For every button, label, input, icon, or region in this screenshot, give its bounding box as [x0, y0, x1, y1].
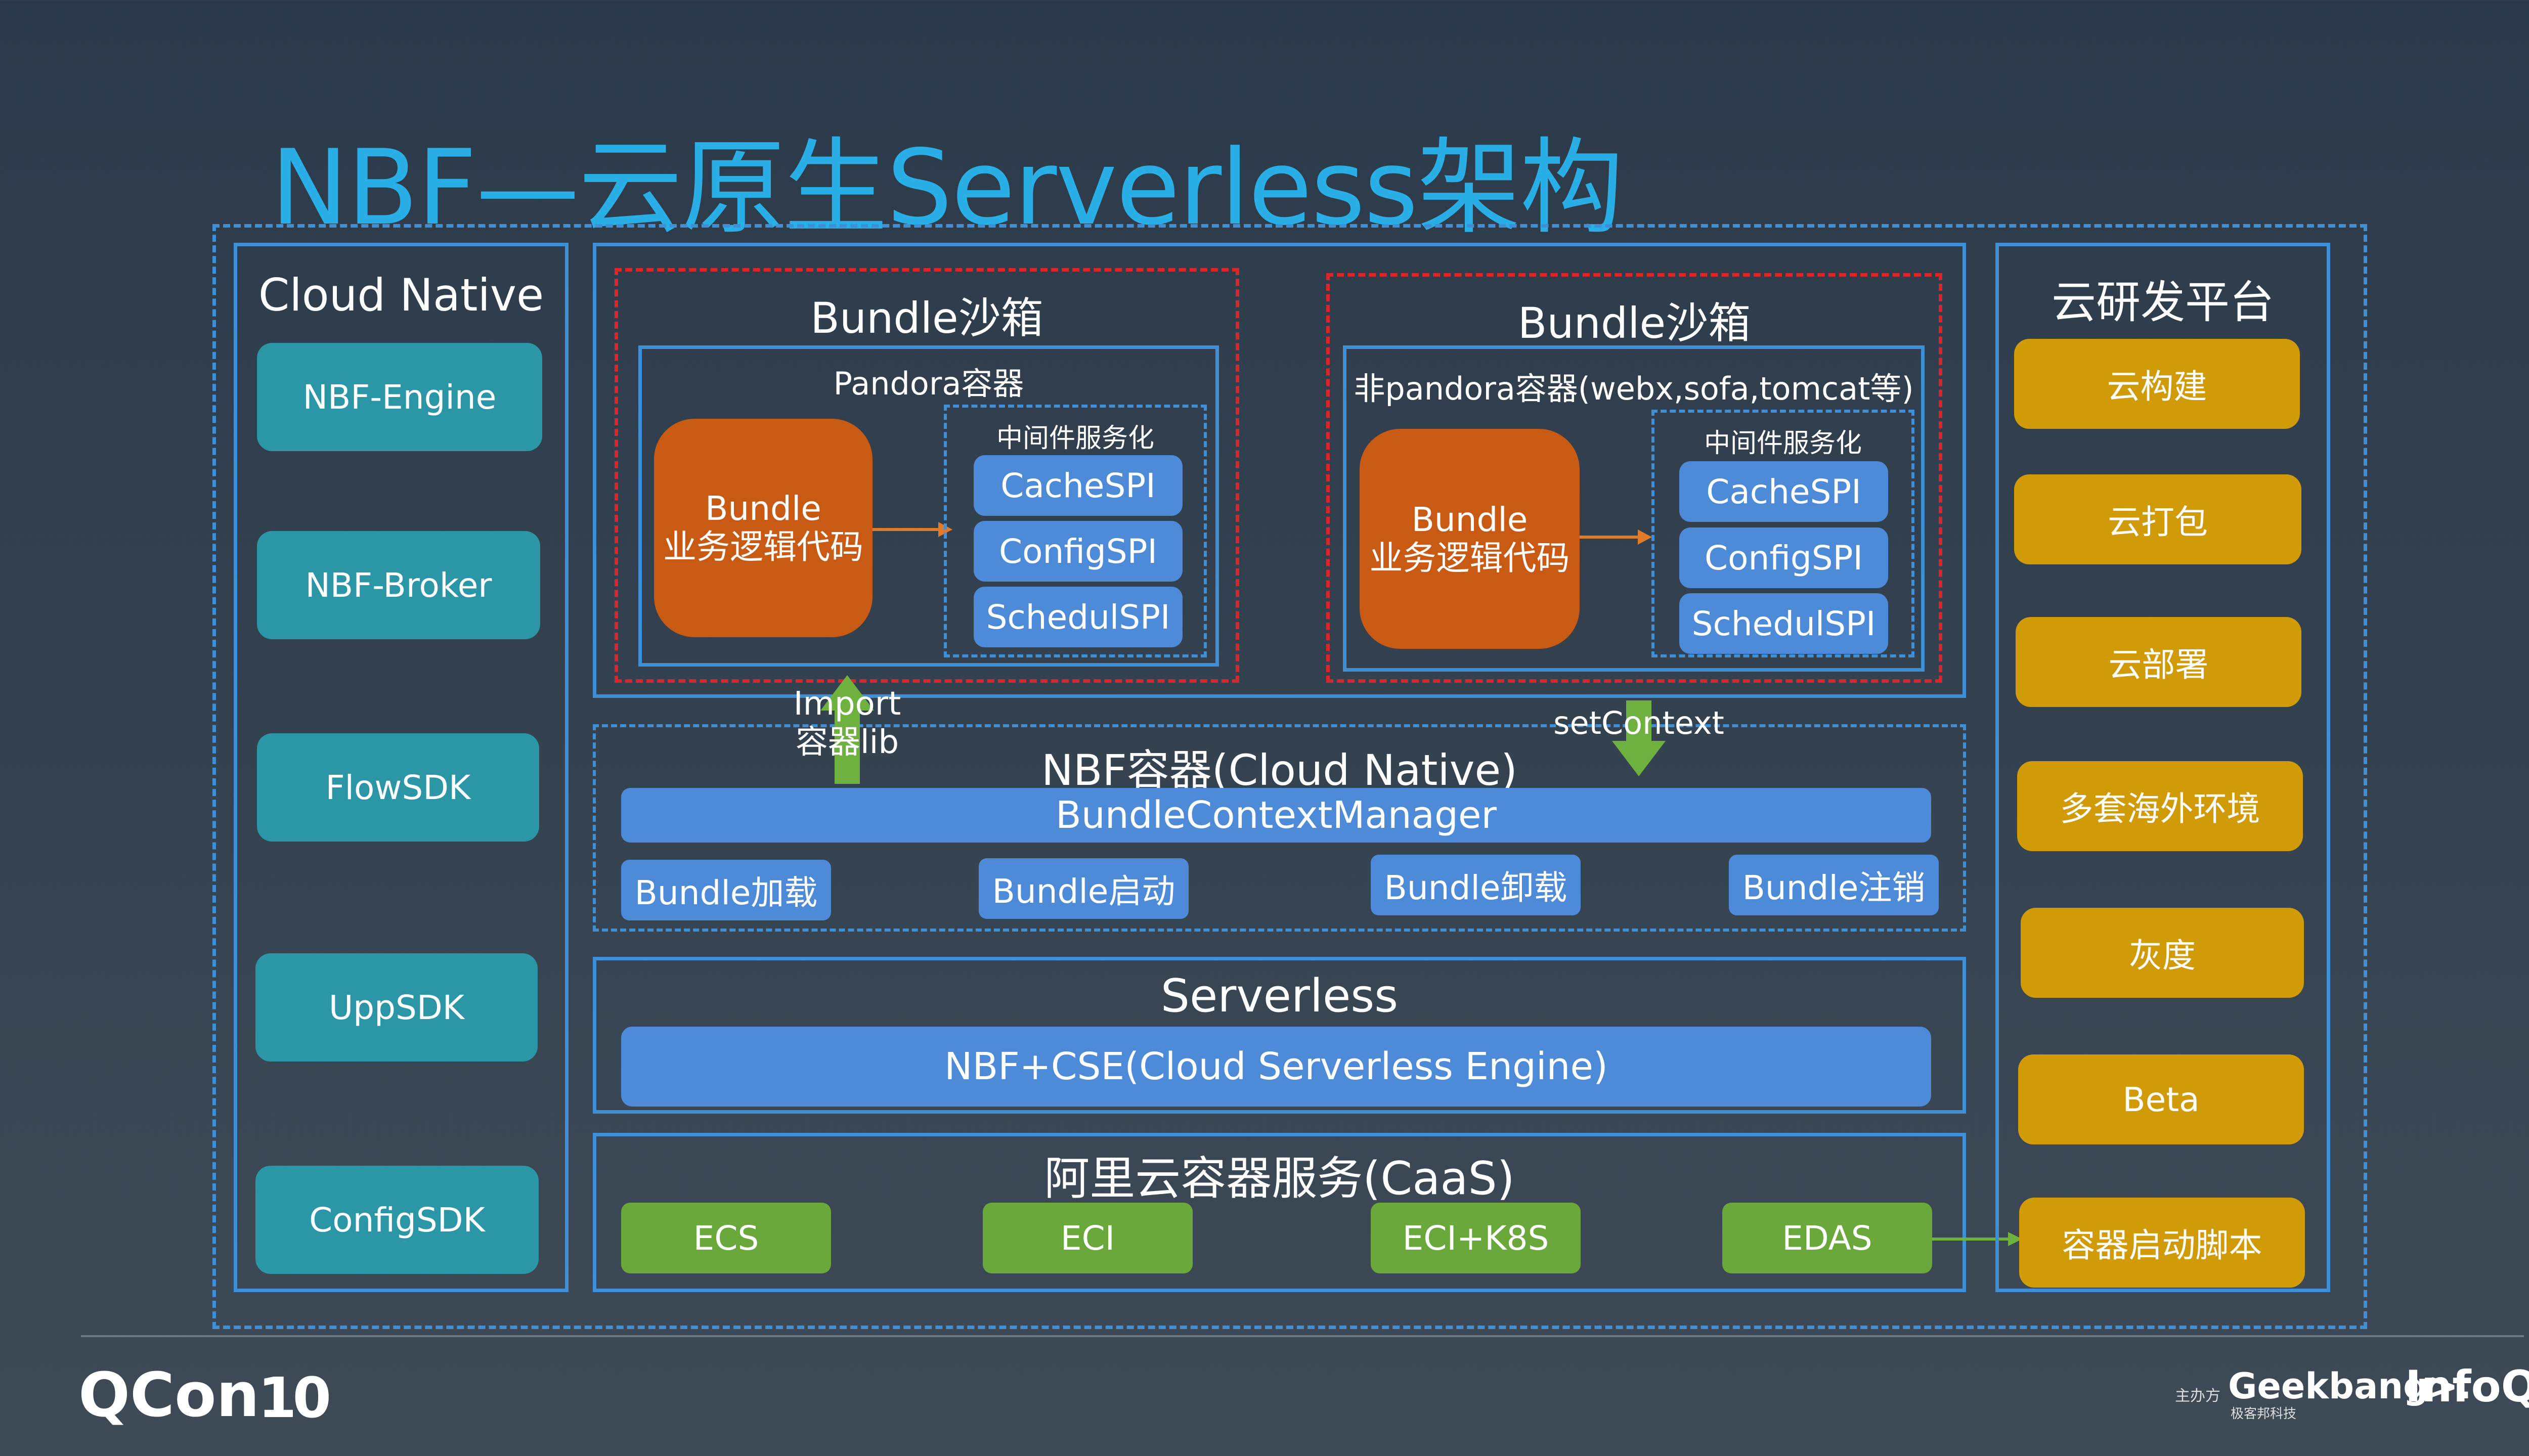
middleware-box-right: 中间件服务化 — [1651, 410, 1914, 657]
nbf-container-title: NBF容器(Cloud Native) — [1041, 745, 1517, 795]
uppsdk-block: UppSDK — [255, 953, 538, 1062]
schedulspi-left: SchedulSPI — [974, 587, 1183, 647]
caas-title: 阿里云容器服务(CaaS) — [1044, 1152, 1515, 1205]
sandbox-left-title: Bundle沙箱 — [810, 293, 1043, 343]
qcon-logo: QCon — [78, 1360, 259, 1431]
beta-block: Beta — [2018, 1054, 2304, 1144]
nbf-broker-block: NBF-Broker — [257, 531, 540, 639]
configspi-right: ConfigSPI — [1679, 527, 1888, 588]
setcontext-label: setContext — [1553, 704, 1724, 741]
cloud-dev-platform-title: 云研发平台 — [2051, 276, 2274, 328]
pandora-container-title: Pandora容器 — [833, 365, 1024, 402]
flowsdk-block: FlowSDK — [257, 733, 539, 842]
nbf-container-frame: NBF容器(Cloud Native) — [593, 724, 1966, 932]
organizer-label: 主办方 — [2175, 1387, 2220, 1405]
import-up-arrow — [820, 675, 874, 784]
bundle-unload-block: Bundle卸载 — [1371, 855, 1581, 915]
arrow-bundle-to-middleware-left — [873, 522, 952, 537]
schedulspi-right: SchedulSPI — [1679, 593, 1888, 654]
sandbox-right-title: Bundle沙箱 — [1517, 298, 1751, 348]
cloud-native-panel: Cloud Native — [234, 243, 569, 1292]
pandora-container: Pandora容器 — [638, 345, 1219, 667]
cse-engine-block: NBF+CSE(Cloud Serverless Engine) — [621, 1027, 1931, 1107]
configsdk-block: ConfigSDK — [255, 1166, 539, 1274]
arrow-bundle-to-middleware-right — [1580, 530, 1652, 545]
eci-k8s-block: ECI+K8S — [1371, 1203, 1581, 1273]
cloud-deploy-block: 云部署 — [2016, 617, 2301, 707]
infoq-logo: InfoQ — [2405, 1361, 2529, 1412]
eci-block: ECI — [983, 1203, 1193, 1273]
sandbox-right: Bundle沙箱 — [1326, 273, 1942, 683]
container-startup-script-block: 容器启动脚本 — [2019, 1198, 2305, 1288]
serverless-frame: Serverless — [593, 957, 1966, 1114]
bundle-load-block: Bundle加载 — [621, 860, 831, 920]
cloud-build-block: 云构建 — [2014, 339, 2300, 429]
ecs-block: ECS — [621, 1203, 831, 1273]
middleware-title-left: 中间件服务化 — [996, 423, 1154, 454]
bundle-context-manager: BundleContextManager — [621, 788, 1931, 843]
sandbox-frame — [593, 243, 1966, 698]
non-pandora-container: 非pandora容器(webx,sofa,tomcat等) — [1343, 345, 1925, 672]
caas-frame: 阿里云容器服务(CaaS) — [593, 1133, 1966, 1292]
gray-release-block: 灰度 — [2021, 908, 2304, 998]
import-label: Import 容器lib — [764, 685, 931, 762]
non-pandora-container-title: 非pandora容器(webx,sofa,tomcat等) — [1354, 370, 1914, 407]
bundle-start-block: Bundle启动 — [979, 858, 1189, 919]
bundle-label: Bundle — [705, 489, 821, 528]
geekbang-subtitle: 极客邦科技 — [2231, 1406, 2297, 1422]
configspi-left: ConfigSPI — [974, 521, 1183, 582]
cloud-native-title: Cloud Native — [258, 269, 544, 321]
cloud-package-block: 云打包 — [2014, 474, 2301, 564]
bundle-logic-block-left: Bundle 业务逻辑代码 — [654, 419, 873, 637]
business-logic-label: 业务逻辑代码 — [663, 527, 863, 566]
footer-divider — [81, 1335, 2524, 1337]
qcon-10-badge: 10 — [258, 1365, 331, 1430]
overseas-env-block: 多套海外环境 — [2017, 761, 2303, 851]
bundle-label: Bundle — [1411, 500, 1528, 539]
cachespi-left: CacheSPI — [974, 455, 1183, 516]
bundle-unregister-block: Bundle注销 — [1729, 855, 1939, 915]
import-label-line2: 容器lib — [795, 723, 899, 761]
middleware-title-right: 中间件服务化 — [1704, 428, 1862, 459]
business-logic-label: 业务逻辑代码 — [1369, 538, 1570, 578]
middleware-box-left: 中间件服务化 — [944, 405, 1207, 657]
geekbang-logo: Geekbang>. — [2228, 1365, 2472, 1407]
serverless-title: Serverless — [1160, 969, 1399, 1023]
nbf-engine-block: NBF-Engine — [257, 343, 542, 451]
bundle-logic-block-right: Bundle 业务逻辑代码 — [1360, 429, 1580, 649]
slide-title: NBF—云原生Serverless架构 — [271, 128, 1624, 248]
import-label-line1: Import — [793, 685, 901, 723]
outer-frame — [212, 224, 2367, 1329]
sandbox-left: Bundle沙箱 — [615, 268, 1239, 683]
setcontext-down-arrow — [1612, 700, 1666, 776]
edas-block: EDAS — [1722, 1203, 1932, 1273]
cloud-dev-platform-panel: 云研发平台 — [1995, 243, 2330, 1292]
cachespi-right: CacheSPI — [1679, 461, 1888, 522]
